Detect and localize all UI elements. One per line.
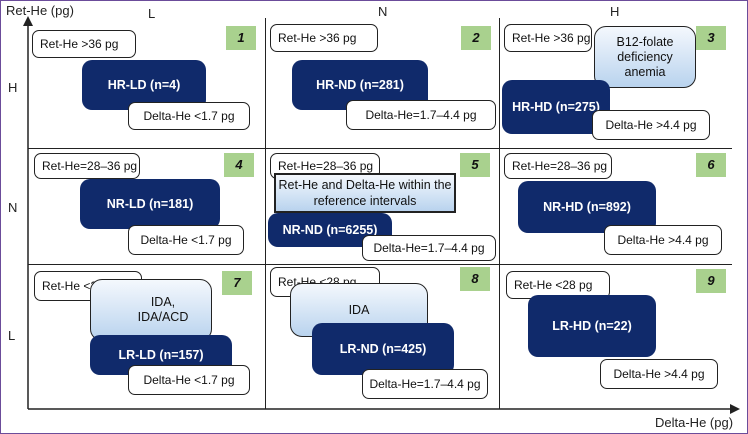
delta-he-box: Delta-He <1.7 pg (128, 365, 250, 395)
cell-8: 8 Ret-He <28 pg IDA LR-ND (n=425) Delta-… (266, 265, 500, 409)
cell-number: 4 (224, 153, 254, 177)
diagnosis-note: IDA, IDA/ACD (90, 279, 212, 341)
cell-number: 6 (696, 153, 726, 177)
ret-he-box: Ret-He=28–36 pg (504, 153, 612, 179)
delta-he-box: Delta-He=1.7–4.4 pg (362, 369, 488, 399)
delta-he-box: Delta-He >4.4 pg (604, 225, 722, 255)
class-box: LR-ND (n=425) (312, 323, 454, 375)
diagnosis-note: B12-folate deficiency anemia (594, 26, 696, 88)
ret-he-box: Ret-He >36 pg (270, 24, 378, 52)
class-box: HR-LD (n=4) (82, 60, 206, 110)
x-axis-title: Delta-He (pg) (655, 415, 734, 430)
cell-3: 3 Ret-He >36 pg B12-folate deficiency an… (500, 18, 732, 149)
cell-6: 6 Ret-He=28–36 pg NR-HD (n=892) Delta-He… (500, 149, 732, 265)
ret-he-box: Ret-He=28–36 pg (34, 153, 140, 179)
y-axis-arrow (23, 16, 33, 26)
class-box: NR-HD (n=892) (518, 181, 656, 233)
delta-he-box: Delta-He <1.7 pg (128, 102, 250, 130)
cell-number: 3 (696, 26, 726, 50)
cell-number: 1 (226, 26, 256, 50)
cell-number: 9 (696, 269, 726, 293)
cell-9: 9 Ret-He <28 pg LR-HD (n=22) Delta-He >4… (500, 265, 732, 409)
cell-4: 4 Ret-He=28–36 pg NR-LD (n=181) Delta-He… (28, 149, 266, 265)
classification-grid: 1 Ret-He >36 pg HR-LD (n=4) Delta-He <1.… (28, 18, 732, 409)
cell-number: 5 (460, 153, 490, 177)
cell-2: 2 Ret-He >36 pg HR-ND (n=281) Delta-He=1… (266, 18, 500, 149)
reference-interval-note: Ret-He and Delta-He within the reference… (274, 173, 456, 213)
row-header-h: H (8, 80, 18, 95)
class-box: LR-HD (n=22) (528, 295, 656, 357)
cell-number: 8 (460, 267, 490, 291)
cell-number: 7 (222, 271, 252, 295)
row-header-n: N (8, 200, 18, 215)
delta-he-box: Delta-He=1.7–4.4 pg (362, 235, 496, 261)
row-header-l: L (8, 328, 16, 343)
cell-5: 5 Ret-He=28–36 pg Ret-He and Delta-He wi… (266, 149, 500, 265)
column-header-l: L (148, 6, 156, 21)
ret-he-box: Ret-He <28 pg (506, 271, 610, 299)
delta-he-box: Delta-He >4.4 pg (592, 110, 710, 140)
delta-he-box: Delta-He <1.7 pg (128, 225, 244, 255)
column-header-n: N (378, 4, 388, 19)
cell-number: 2 (461, 26, 491, 50)
delta-he-box: Delta-He=1.7–4.4 pg (346, 100, 496, 130)
cell-1: 1 Ret-He >36 pg HR-LD (n=4) Delta-He <1.… (28, 18, 266, 149)
ret-he-box: Ret-He >36 pg (504, 24, 592, 52)
ret-he-box: Ret-He >36 pg (32, 30, 136, 58)
y-axis-title: Ret-He (pg) (6, 3, 74, 18)
column-header-h: H (610, 4, 620, 19)
delta-he-box: Delta-He >4.4 pg (600, 359, 718, 389)
class-box: NR-LD (n=181) (80, 179, 220, 229)
cell-7: 7 Ret-He <28 pg IDA, IDA/ACD LR-LD (n=15… (28, 265, 266, 409)
x-axis-arrow (730, 404, 740, 414)
